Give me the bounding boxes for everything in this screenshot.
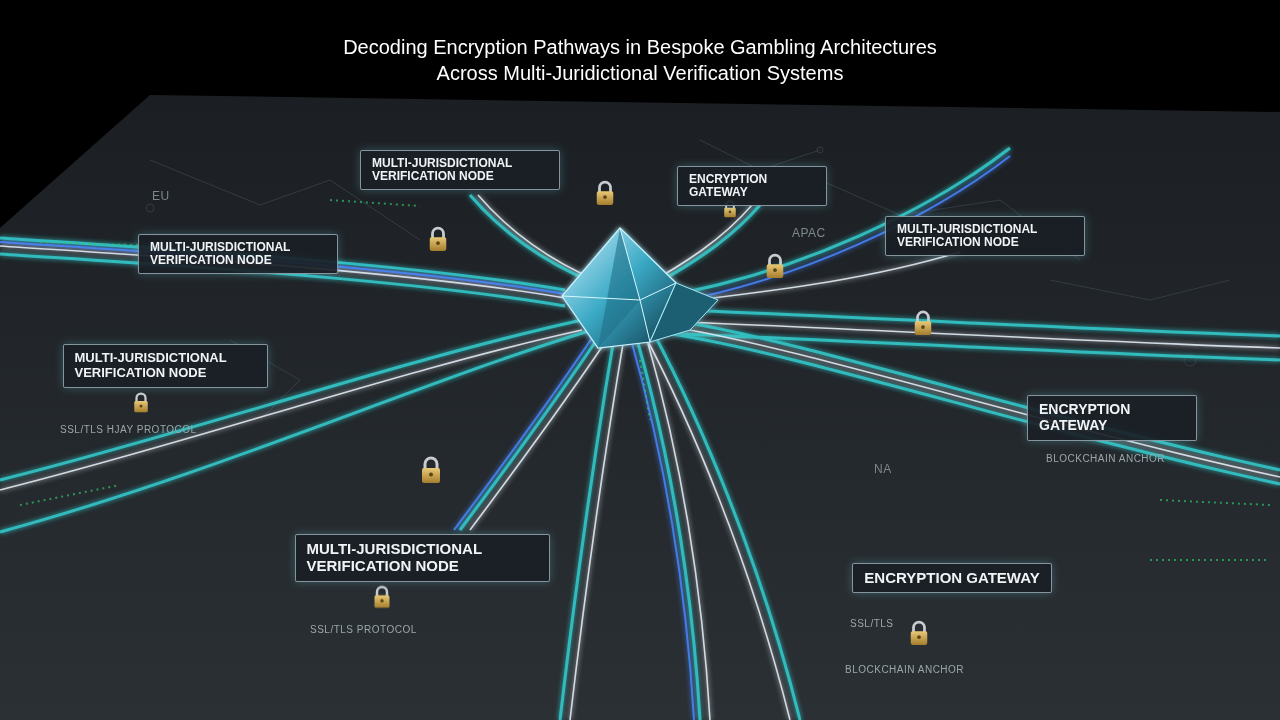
encryption-gateway: ENCRYPTION GATEWAY <box>852 563 1051 594</box>
protocol-label: SSL/TLS HJAY PROTOCOL <box>60 424 197 435</box>
node-label: MULTI-JURISDICTIONAL VERIFICATION NODE <box>150 241 326 268</box>
encryption-gateway: ENCRYPTION GATEWAY <box>1027 395 1197 440</box>
node-label: ENCRYPTION GATEWAY <box>689 173 815 200</box>
diagram-title: Decoding Encryption Pathways in Bespoke … <box>315 34 965 86</box>
node-label: MULTI-JURISDICTIONAL VERIFICATION NODE <box>372 157 548 184</box>
node-label: ENCRYPTION GATEWAY <box>864 570 1039 587</box>
verification-node: MULTI-JURISDICTIONAL VERIFICATION NODE <box>138 234 338 275</box>
encryption-gateway: ENCRYPTION GATEWAY <box>677 166 827 207</box>
verification-node: MULTI-JURISDICTIONAL VERIFICATION NODE <box>295 534 550 582</box>
protocol-label: SSL/TLS PROTOCOL <box>310 624 417 635</box>
region-label: EU <box>152 189 170 203</box>
verification-node: MULTI-JURISDICTIONAL VERIFICATION NODE <box>63 344 268 387</box>
node-label: ENCRYPTION GATEWAY <box>1039 402 1185 433</box>
verification-node: MULTI-JURISDICTIONAL VERIFICATION NODE <box>360 150 560 191</box>
node-label: MULTI-JURISDICTIONAL VERIFICATION NODE <box>75 351 256 380</box>
node-label: MULTI-JURISDICTIONAL VERIFICATION NODE <box>307 541 538 575</box>
node-label: MULTI-JURISDICTIONAL VERIFICATION NODE <box>897 223 1073 250</box>
region-label: APAC <box>792 226 826 240</box>
protocol-label: BLOCKCHAIN ANCHOR <box>1046 453 1165 464</box>
region-label: NA <box>874 462 892 476</box>
verification-node: MULTI-JURISDICTIONAL VERIFICATION NODE <box>885 216 1085 257</box>
protocol-label: SSL/TLS <box>850 618 894 629</box>
protocol-label: BLOCKCHAIN ANCHOR <box>845 664 964 675</box>
